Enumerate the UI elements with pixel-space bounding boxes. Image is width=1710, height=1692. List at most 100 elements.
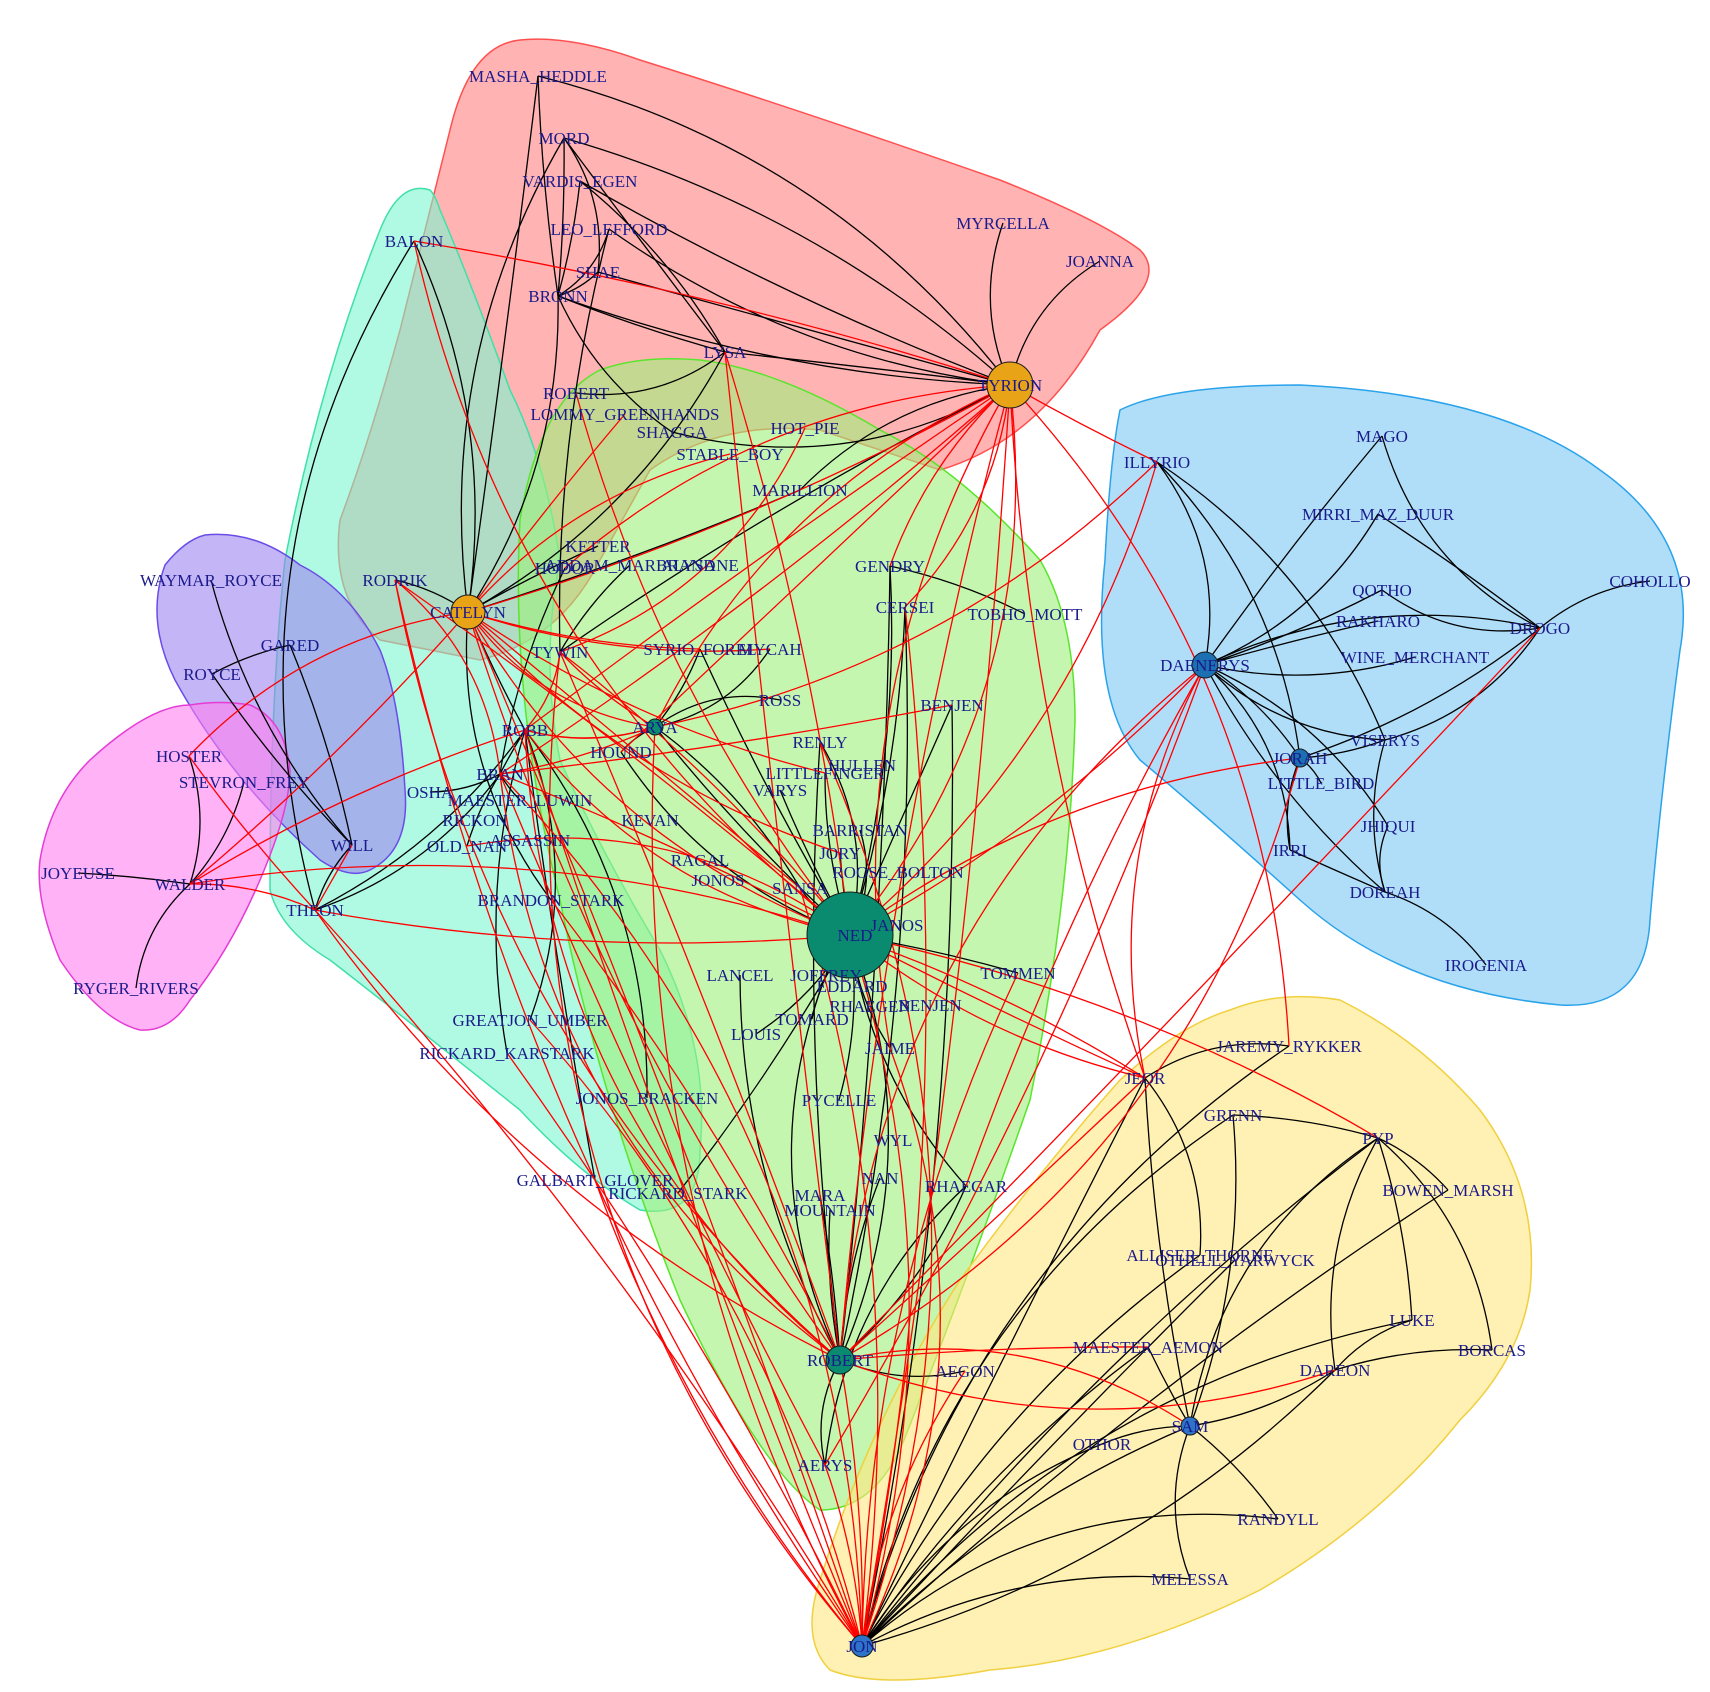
node-label-maester-luwin: MAESTER_LUWIN [448, 791, 592, 810]
edge-hoster-theon [188, 755, 316, 911]
node-label-mara: MARA [794, 1186, 846, 1205]
node-label-arya: ARYA [632, 718, 678, 737]
edge-tyrion-robert [839, 384, 1011, 1361]
node-catelyn [450, 594, 486, 630]
edge-arya-syrio-forel [654, 648, 701, 728]
edge-waymar-royce-will [210, 579, 353, 846]
edge-arya-illyrio [654, 461, 1158, 728]
node-label-irogenia: IROGENIA [1445, 956, 1528, 975]
edge-balon-ned [413, 240, 851, 936]
node-label-old-nan: OLD_NAN [427, 837, 507, 856]
node-label-wine-merchant: WINE_MERCHANT [1341, 648, 1490, 667]
edge-ned-jorah [849, 757, 1301, 936]
edge-tywin-arya [559, 651, 656, 728]
edge-mord-bronn [557, 137, 565, 297]
edge-jon-sam [861, 1425, 1191, 1647]
edge-illyrio-ned [849, 461, 1158, 936]
edge-tyrion-cersei [904, 384, 1011, 608]
edge-pyp-grenn [1232, 1114, 1379, 1139]
node-label-borcas: BORCAS [1458, 1341, 1526, 1360]
edge-daenerys-aerys [824, 664, 1206, 1466]
node-label-mago: MAGO [1356, 427, 1408, 446]
edge-catelyn-walder [189, 611, 469, 885]
node-label-rodrik: RODRIK [362, 571, 428, 590]
edge-joyeuse-walder [77, 872, 191, 885]
edge-doreah-jhiqui [1379, 825, 1389, 893]
edge-doreah-irri [1289, 849, 1386, 893]
node-label-greatjon-umber: GREATJON_UMBER [453, 1011, 609, 1030]
edge-jaremy-rykker-tyrion [1009, 384, 1290, 1047]
node-label-nan: NAN [862, 1169, 899, 1188]
edge-arya-robb [524, 726, 656, 739]
edge-jon-dareon [861, 1369, 1336, 1647]
edge-gendry-tobho-mott [889, 565, 1026, 615]
edge-tywin-tyrion [559, 384, 1011, 653]
node-label-myrcella: MYRCELLA [956, 214, 1050, 233]
edge-jon-luke [861, 1319, 1413, 1647]
node-label-renly: RENLY [793, 733, 848, 752]
edge-tywin-ned [559, 651, 851, 936]
edge-sam-randyll [1189, 1425, 1279, 1520]
edge-robert-joffrey [790, 974, 841, 1361]
edge-greatjon-umber-jon [529, 1019, 863, 1647]
edge-jon-bowen-marsh [861, 1189, 1449, 1647]
node-label-aerys: AERYS [798, 1456, 853, 1475]
node-label-melessa: MELESSA [1151, 1570, 1229, 1589]
edge-catelyn-hoster [188, 611, 469, 757]
edge-jon-alliser-thorne [861, 1254, 1201, 1647]
node-label-aegon: AEGON [935, 1362, 995, 1381]
node-label-jaime: JAIME [865, 1039, 915, 1058]
edge-robb-robert [524, 729, 841, 1361]
edge-viserys-illyrio [1156, 461, 1386, 741]
edge-arya-ross [654, 695, 781, 728]
edge-drogo-mirri-maz-duur [1377, 513, 1541, 629]
edge-daenerys-jeor [1130, 664, 1206, 1079]
node-label-othell-yarwyck: OTHELL_YARWYCK [1155, 1251, 1315, 1270]
edge-arya-sansa [654, 726, 801, 889]
edge-vardis-egen-lysa [579, 180, 726, 353]
node-label-pyp: PYP [1362, 1129, 1393, 1148]
edge-vardis-egen-tyrion [579, 180, 1011, 386]
edge-leo-lefford-tywin [558, 228, 610, 653]
edge-daenerys-rhaegar [965, 664, 1206, 1187]
edge-daenerys-wine-merchant [1204, 656, 1416, 676]
edge-jorah-irri [1286, 757, 1301, 851]
node-jon [850, 1634, 874, 1658]
node-label-hound: HOUND [590, 743, 651, 762]
node-label-othor: OTHOR [1073, 1435, 1132, 1454]
edge-drogo-qotho [1381, 589, 1541, 632]
edge-ned-pyp [849, 934, 1379, 1139]
edge-doreah-irogenia [1384, 891, 1487, 966]
node-robert [825, 1345, 855, 1375]
edge-bran-aerys [499, 773, 826, 1466]
node-label-balon: BALON [385, 232, 444, 251]
node-label-tobho-mott: TOBHO_MOTT [968, 605, 1084, 624]
edge-catelyn-arya [467, 611, 656, 728]
node-label-masha-heddle: MASHA_HEDDLE [469, 67, 607, 86]
edge-dareon-robert [839, 1359, 1336, 1410]
node-label-mycah: MYCAH [738, 640, 801, 659]
node-label-ned: NED [838, 926, 873, 945]
edge-maester-aemon-robert [839, 1346, 1149, 1361]
edge-tyrion-arya [654, 384, 1011, 728]
node-label-joffrey: JOFFREY [790, 966, 862, 985]
node-label-rakharo: RAKHARO [1336, 612, 1420, 631]
edge-robert-jorah [839, 757, 1301, 1361]
edge-shagga-bronn [557, 295, 673, 433]
node-label-ryger-rivers: RYGER_RIVERS [73, 979, 199, 998]
node-label-alliser-thorne: ALLISER_THORNE [1126, 1246, 1273, 1265]
node-label-bran: BRAN [476, 765, 523, 784]
node-label-jory: JORY [819, 844, 861, 863]
node-label-syrio-forel: SYRIO_FOREL [643, 640, 756, 659]
node-label-robert-arryn: ROBERT [543, 384, 610, 403]
edge-jon-othor [861, 1443, 1103, 1647]
edge-catelyn-littlefinger [467, 611, 826, 774]
node-label-varys: VARYS [753, 781, 808, 800]
edge-daenerys-irri [1204, 664, 1291, 851]
edge-catelyn-robert [467, 611, 841, 1361]
edge-arya-bran [499, 726, 656, 775]
hull-targaryen [1100, 384, 1684, 1006]
node-label-lommy-greenhands: LOMMY_GREENHANDS [531, 405, 720, 424]
edge-daenerys-jhiqui [1204, 664, 1389, 827]
node-label-doreah: DOREAH [1350, 883, 1421, 902]
